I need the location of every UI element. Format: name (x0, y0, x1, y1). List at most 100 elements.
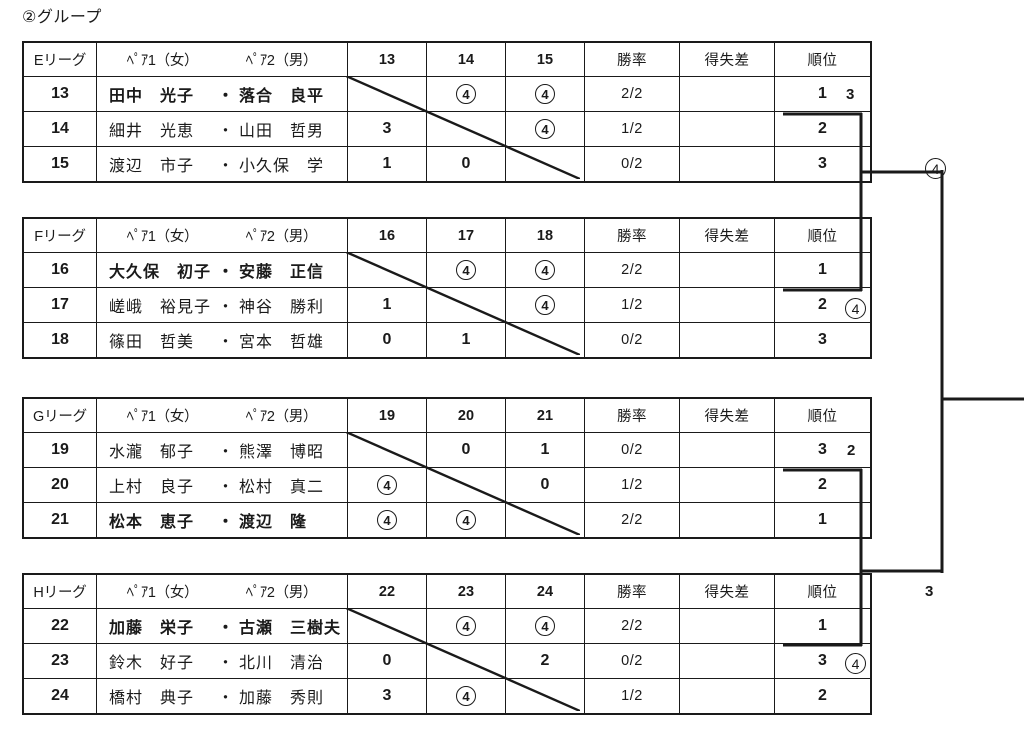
diagonal-blank-cell (426, 111, 506, 147)
result-cell: 0 (505, 467, 585, 503)
entry-number: 15 (22, 146, 97, 183)
bracket-label-ef-upper-score: 3 (846, 86, 855, 103)
pair1-name: 水瀧 郁子 (109, 444, 195, 461)
rate-header: 勝率 (584, 217, 680, 253)
pair-names-cell: 篠田 哲美・宮本 哲雄 (96, 322, 348, 359)
standing-rank: 3 (774, 432, 872, 468)
score-value: 0 (382, 331, 392, 348)
entry-number: 23 (22, 643, 97, 679)
diagonal-blank-cell (426, 467, 506, 503)
entry-number: 14 (22, 111, 97, 147)
circled-four-marker: 4 (535, 84, 555, 104)
score-value: 1 (382, 155, 392, 172)
result-cell: 0 (426, 432, 506, 468)
diagonal-blank-cell (505, 502, 585, 539)
circled-four-marker: 4 (535, 616, 555, 636)
diagonal-blank-cell (347, 76, 427, 112)
league-name: Eリーグ (22, 41, 97, 77)
name-separator: ・ (217, 299, 235, 316)
score-value: 0 (461, 155, 471, 172)
opponent-header-14: 14 (426, 41, 506, 77)
standing-rank: 2 (774, 678, 872, 715)
point-difference (679, 287, 775, 323)
pair1-name: 嵯峨 裕見子 (109, 299, 212, 316)
diff-header: 得失差 (679, 41, 775, 77)
standing-rank: 1 (774, 76, 872, 112)
circled-four-marker: 4 (456, 616, 476, 636)
result-cell: 1 (426, 322, 506, 359)
score-value: 0 (461, 441, 471, 458)
pair-header-cell: ﾍﾟｱ1（女）ﾍﾟｱ2（男） (96, 41, 348, 77)
pair2-name: 古瀬 三樹夫 (239, 620, 342, 637)
result-cell: 4 (505, 608, 585, 644)
diagonal-blank-cell (347, 608, 427, 644)
name-separator: ・ (217, 264, 235, 281)
name-separator: ・ (217, 514, 235, 531)
opponent-header-18: 18 (505, 217, 585, 253)
result-cell: 4 (505, 287, 585, 323)
league-name: Gリーグ (22, 397, 97, 433)
point-difference (679, 432, 775, 468)
result-cell: 4 (347, 467, 427, 503)
entry-number: 18 (22, 322, 97, 359)
pair-names-cell: 嵯峨 裕見子・神谷 勝利 (96, 287, 348, 323)
result-cell: 3 (347, 111, 427, 147)
opponent-header-24: 24 (505, 573, 585, 609)
pair-names-cell: 大久保 初子・安藤 正信 (96, 252, 348, 288)
pair2-name: 加藤 秀則 (239, 690, 325, 707)
result-cell: 4 (347, 502, 427, 539)
diagonal-blank-cell (347, 252, 427, 288)
entry-number: 24 (22, 678, 97, 715)
entry-number: 13 (22, 76, 97, 112)
opponent-header-16: 16 (347, 217, 427, 253)
circled-four-marker: 4 (535, 260, 555, 280)
circled-four-marker: 4 (377, 475, 397, 495)
diagonal-blank-cell (505, 146, 585, 183)
circled-four-marker: 4 (456, 260, 476, 280)
standing-rank: 3 (774, 322, 872, 359)
score-value: 0 (382, 652, 392, 669)
diagonal-blank-cell (505, 322, 585, 359)
point-difference (679, 322, 775, 359)
pair1-name: 大久保 初子 (109, 264, 212, 281)
league-name: Hリーグ (22, 573, 97, 609)
point-difference (679, 111, 775, 147)
pair2-name: 熊澤 博昭 (239, 444, 325, 461)
win-rate: 1/2 (584, 287, 680, 323)
pair1-header-label: ﾍﾟｱ1（女） (126, 53, 199, 69)
bracket-label-semi-upper-score: 4 (925, 158, 946, 179)
diagonal-blank-cell (347, 432, 427, 468)
win-rate: 2/2 (584, 608, 680, 644)
pair2-name: 安藤 正信 (239, 264, 325, 281)
name-separator: ・ (217, 158, 235, 175)
win-rate: 1/2 (584, 111, 680, 147)
pair1-header-label: ﾍﾟｱ1（女） (126, 229, 199, 245)
pair2-name: 松村 真二 (239, 479, 325, 496)
win-rate: 1/2 (584, 467, 680, 503)
pair-header-cell: ﾍﾟｱ1（女）ﾍﾟｱ2（男） (96, 217, 348, 253)
score-value: 1 (382, 296, 392, 313)
rank-header: 順位 (774, 397, 872, 433)
diff-header: 得失差 (679, 573, 775, 609)
win-rate: 0/2 (584, 146, 680, 183)
pair1-name: 田中 光子 (109, 88, 195, 105)
bracket-label-semi-lower-score: 3 (925, 583, 934, 600)
pair-header-cell: ﾍﾟｱ1（女）ﾍﾟｱ2（男） (96, 397, 348, 433)
point-difference (679, 146, 775, 183)
entry-number: 19 (22, 432, 97, 468)
pair1-name: 松本 恵子 (109, 514, 195, 531)
opponent-header-19: 19 (347, 397, 427, 433)
